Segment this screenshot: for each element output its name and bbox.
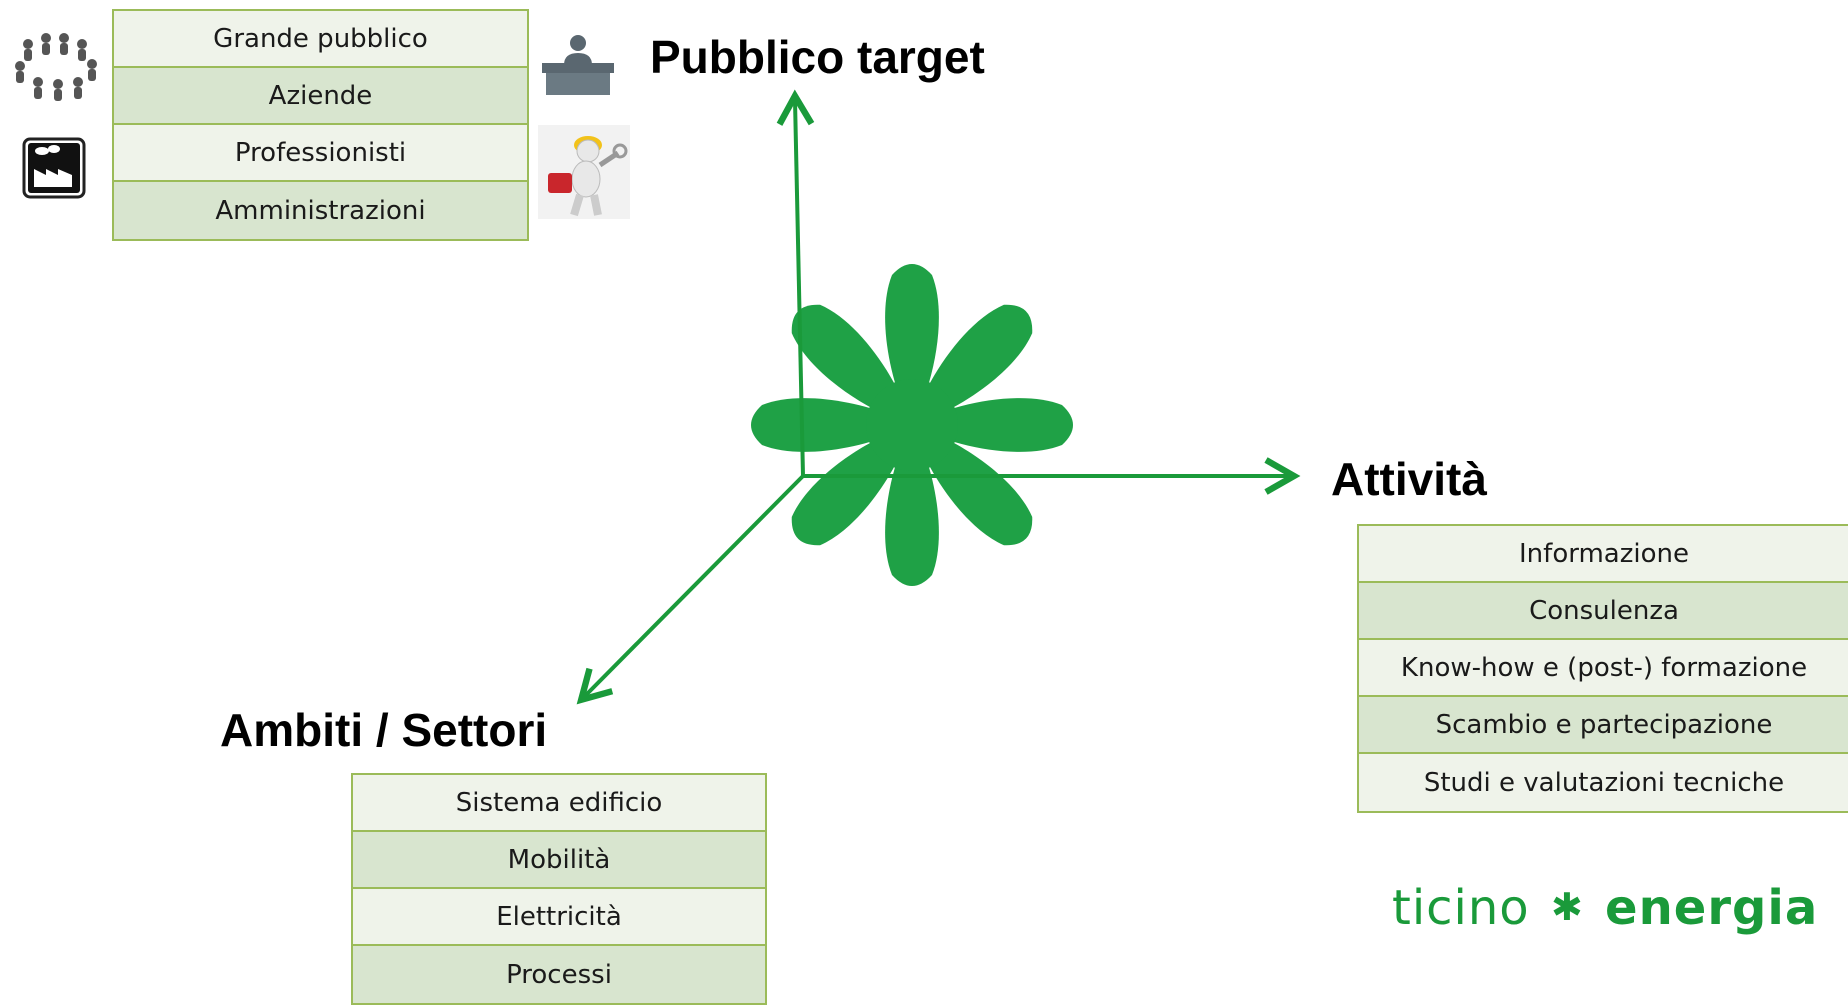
people-circle-icon <box>15 33 97 101</box>
table-row: Mobilità <box>353 832 765 889</box>
table-row: Amministrazioni <box>114 182 527 239</box>
ticino-energia-logo: ticino ✱ energia <box>1392 880 1818 936</box>
table-row: Know-how e (post-) formazione <box>1359 640 1848 697</box>
ambiti-table: Sistema edificio Mobilità Elettricità Pr… <box>351 773 767 1005</box>
table-row: Sistema edificio <box>353 775 765 832</box>
table-row: Informazione <box>1359 526 1848 583</box>
logo-text-energia: energia <box>1605 880 1819 936</box>
attivita-table: Informazione Consulenza Know-how e (post… <box>1357 524 1848 813</box>
central-asterisk <box>751 264 1073 586</box>
diagonal-axis-label: Ambiti / Settori <box>220 704 548 756</box>
horizontal-axis-label: Attività <box>1331 453 1487 505</box>
factory-icon <box>22 137 86 199</box>
asterisk-icon: ✱ <box>1550 885 1584 929</box>
table-row: Professionisti <box>114 125 527 182</box>
vertical-axis-label: Pubblico target <box>650 31 985 83</box>
table-row: Aziende <box>114 68 527 125</box>
table-row: Grande pubblico <box>114 11 527 68</box>
logo-text-ticino: ticino <box>1392 880 1530 936</box>
vertical-axis-arrow <box>776 89 815 477</box>
pubblico-target-table: Grande pubblico Aziende Professionisti A… <box>112 9 529 241</box>
diagonal-axis-arrow <box>576 474 805 705</box>
table-row: Consulenza <box>1359 583 1848 640</box>
table-row: Processi <box>353 946 765 1003</box>
table-row: Studi e valutazioni tecniche <box>1359 754 1848 811</box>
table-row: Elettricità <box>353 889 765 946</box>
office-desk-person-icon <box>542 35 614 95</box>
table-row: Scambio e partecipazione <box>1359 697 1848 754</box>
worker-toolbox-icon <box>538 125 630 219</box>
